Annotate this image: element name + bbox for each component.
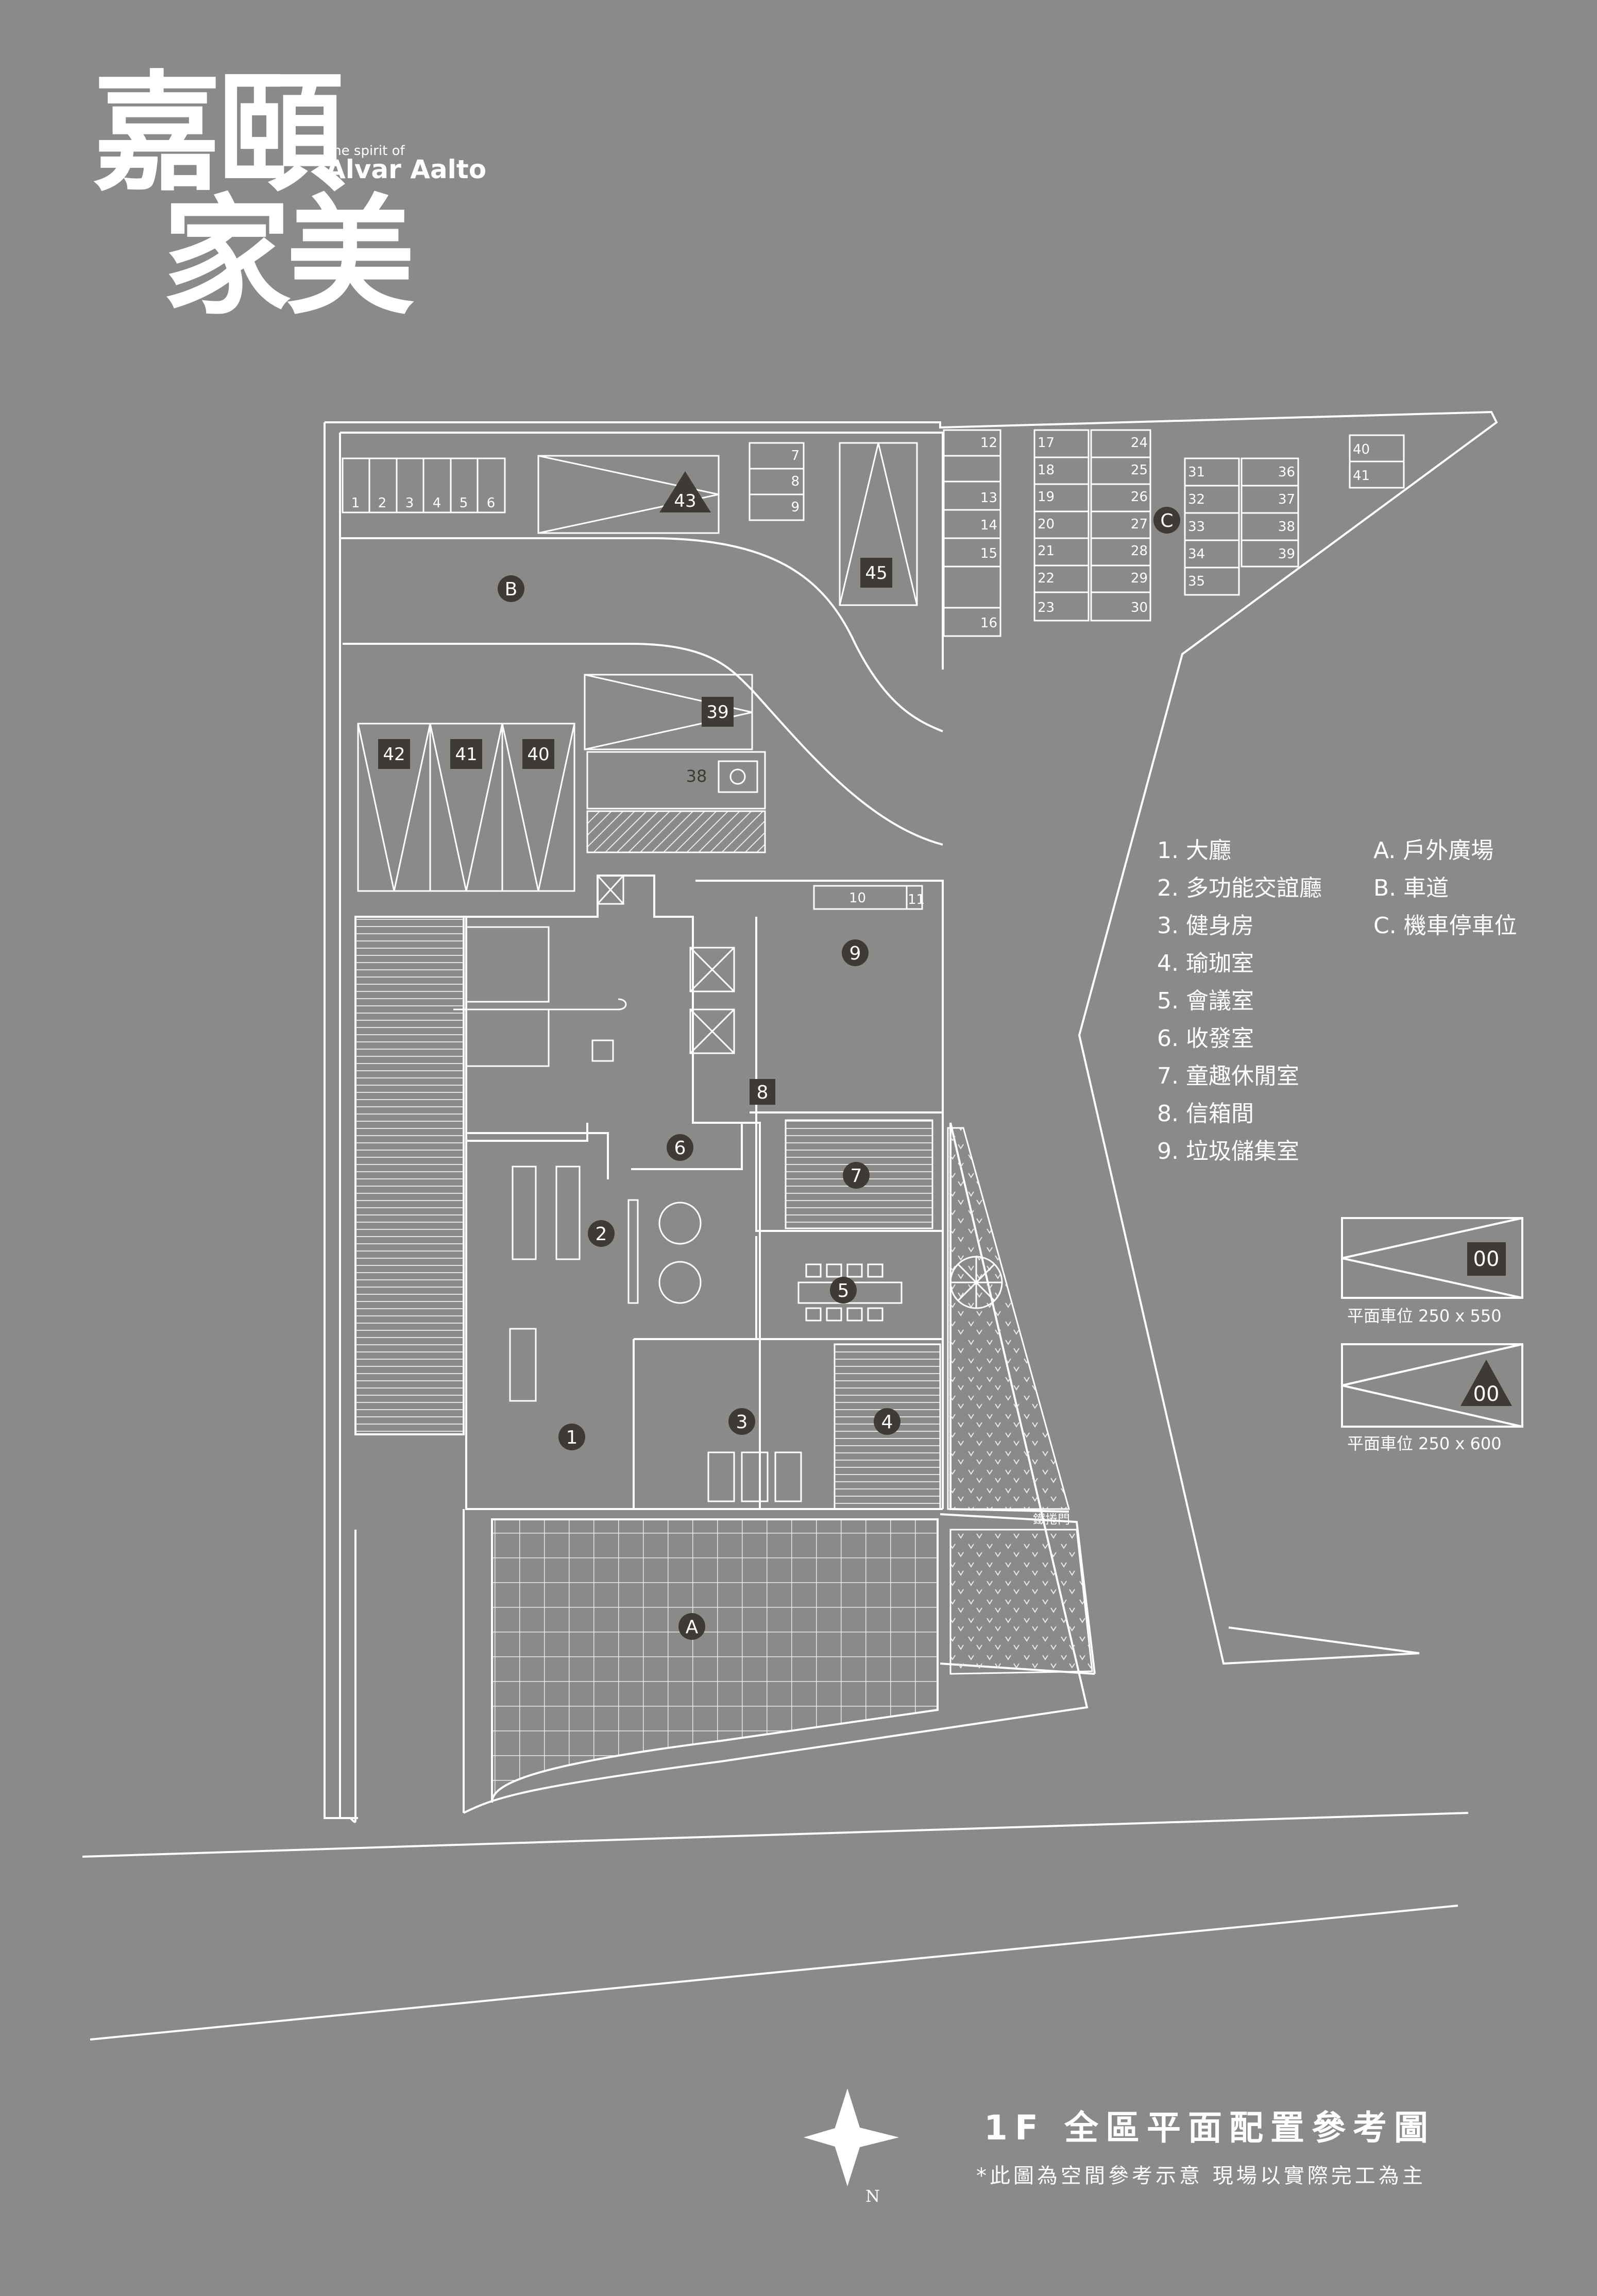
room-legend: 1. 大廳 2. 多功能交誼廳 3. 健身房 4. 瑜珈室 5. 會議室 6. …: [1157, 832, 1322, 1170]
motorcycle-space: 34: [1188, 546, 1205, 562]
legend-item: 1. 大廳: [1157, 837, 1231, 864]
motorcycle-space: 30: [1131, 600, 1148, 615]
zone-legend: A. 戶外廣場 B. 車道 C. 機車停車位: [1373, 832, 1517, 945]
bin-space: 10: [849, 890, 866, 906]
parking-key-standard-caption: 平面車位 250 x 550: [1347, 1306, 1502, 1326]
motorcycle-space: 17: [1038, 435, 1055, 451]
car-space-38: 38: [686, 766, 707, 786]
motorcycle-space: 12: [980, 435, 997, 451]
zone-marker-b: B: [505, 579, 518, 600]
motorcycle-space: 3: [405, 495, 414, 511]
car-space-41: 41: [455, 744, 477, 765]
room-marker-4: 4: [881, 1412, 893, 1433]
parking-key-triangle-label: 00: [1473, 1382, 1500, 1406]
motorcycle-space: 37: [1278, 492, 1295, 507]
legend-item: 9. 垃圾儲集室: [1157, 1138, 1299, 1164]
car-space-40: 40: [527, 744, 549, 765]
accessible-icon: [718, 760, 758, 793]
compass-icon: [804, 2088, 899, 2186]
motorcycle-space: 31: [1188, 465, 1205, 480]
motorcycle-space: 19: [1038, 489, 1055, 505]
motorcycle-space: 36: [1278, 465, 1295, 480]
motorcycle-space: 24: [1131, 435, 1148, 451]
tree-icon: [949, 1256, 1003, 1309]
motorcycle-space: 27: [1131, 517, 1148, 532]
brand-name-line1: 嘉頤: [93, 59, 345, 209]
motorcycle-space: 5: [460, 495, 468, 511]
room-marker-6: 6: [674, 1138, 686, 1159]
motorcycle-space: 9: [791, 500, 800, 515]
brand-tagline-small: the spirit of: [328, 143, 405, 159]
motorcycle-space: 1: [351, 495, 360, 511]
legend-item: 7. 童趣休閒室: [1157, 1063, 1299, 1089]
compass-north-label: N: [865, 2186, 880, 2206]
motorcycle-space: 4: [433, 495, 441, 511]
motorcycle-space: 13: [980, 490, 997, 506]
legend-item: 4. 瑜珈室: [1157, 950, 1254, 976]
motorcycle-space: 35: [1188, 574, 1205, 589]
gate-label: 鐵捲門: [1033, 1512, 1070, 1527]
room-marker-2: 2: [596, 1224, 607, 1245]
motorcycle-space: 32: [1188, 492, 1205, 507]
motorcycle-space: 22: [1038, 571, 1055, 586]
legend-item: 5. 會議室: [1157, 988, 1254, 1014]
zone-marker-c: C: [1160, 510, 1173, 532]
brand-tagline: Alvar Aalto: [326, 155, 487, 184]
legend-item: C. 機車停車位: [1373, 913, 1517, 939]
motorcycle-space: 23: [1038, 600, 1055, 615]
bin-space: 11: [908, 892, 925, 907]
motorcycle-space: 16: [980, 615, 997, 631]
room-marker-1: 1: [566, 1427, 578, 1448]
legend-item: A. 戶外廣場: [1373, 837, 1494, 864]
legend-item: 2. 多功能交誼廳: [1157, 875, 1322, 901]
motorcycle-space: 26: [1131, 489, 1148, 505]
motorcycle-space: 8: [791, 474, 800, 489]
car-space-39: 39: [706, 702, 728, 723]
legend-item: 8. 信箱間: [1157, 1101, 1254, 1127]
car-space-45: 45: [865, 563, 887, 584]
room-marker-5: 5: [838, 1280, 850, 1301]
room-marker-9: 9: [850, 943, 861, 964]
parking-key-standard-label: 00: [1473, 1247, 1500, 1271]
car-space-42: 42: [383, 744, 405, 765]
motorcycle-space: 40: [1353, 442, 1370, 457]
car-space-triangle-marker: [659, 471, 711, 512]
motorcycle-space: 21: [1038, 543, 1055, 559]
parking-key-triangle-caption: 平面車位 250 x 600: [1347, 1434, 1502, 1453]
brand-name-line2: 家美: [162, 182, 415, 332]
room-marker-8: 8: [757, 1082, 769, 1103]
motorcycle-space: 28: [1131, 543, 1148, 559]
car-space-43: 43: [674, 491, 696, 511]
motorcycle-space: 39: [1278, 546, 1295, 562]
motorcycle-space: 33: [1188, 519, 1205, 535]
motorcycle-space: 2: [378, 495, 387, 511]
room-marker-3: 3: [736, 1412, 748, 1433]
legend-item: 6. 收發室: [1157, 1025, 1254, 1052]
motorcycle-space: 20: [1038, 517, 1055, 532]
motorcycle-space: 41: [1353, 468, 1370, 484]
motorcycle-space: 15: [980, 546, 997, 561]
motorcycle-space: 6: [487, 495, 496, 511]
motorcycle-space: 14: [980, 518, 997, 533]
motorcycle-space: 25: [1131, 462, 1148, 478]
motorcycle-space: 38: [1278, 519, 1295, 535]
legend-item: B. 車道: [1373, 875, 1449, 901]
room-marker-7: 7: [851, 1166, 862, 1187]
motorcycle-space: 7: [791, 448, 800, 464]
motorcycle-space: 29: [1131, 571, 1148, 586]
zone-marker-a: A: [686, 1617, 699, 1638]
motorcycle-space: 18: [1038, 462, 1055, 478]
legend-item: 3. 健身房: [1157, 913, 1254, 939]
page-title: 1F 全區平面配置參考圖: [984, 2108, 1435, 2148]
brand-logo: 嘉頤 家美: [93, 70, 415, 332]
disclaimer-note: *此圖為空間參考示意 現場以實際完工為主: [976, 2164, 1426, 2188]
